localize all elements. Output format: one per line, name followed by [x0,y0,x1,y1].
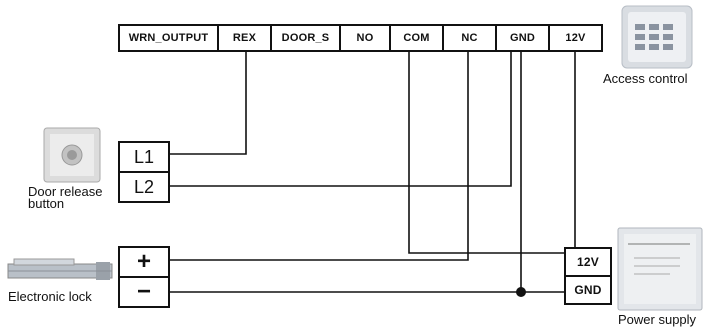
electronic-lock-label: Electronic lock [8,289,92,304]
terminal-label: GND [509,32,536,44]
power-supply-label: Power supply [618,312,697,327]
terminal-rex: REX [217,24,272,52]
access-control-device [621,5,693,69]
terminal-label: − [136,278,151,305]
terminal-label: 12V [577,255,599,269]
terminal-l1: L1 [118,141,170,173]
door-release-label: Door release button [28,184,103,211]
terminal-label: REX [232,32,257,44]
wire-gnd-l2 [168,52,512,187]
terminal-label: L2 [133,176,155,197]
terminal-label: 12V [565,32,586,44]
terminal-12v: 12V [548,24,603,52]
terminal-lock-minus: − [118,276,170,308]
power-supply-device [617,227,703,311]
terminal-nc: NC [442,24,497,52]
terminal-label: NO [356,32,374,44]
terminal-label: COM [403,32,430,44]
wire-rex-l1 [168,52,247,155]
electronic-lock-device [7,258,113,280]
terminal-label: WRN_OUTPUT [128,32,209,44]
access-control-label: Access control [603,71,688,86]
terminal-label: GND [574,283,602,297]
terminal-com: COM [389,24,444,52]
wire-nc-lock-plus [168,52,469,261]
terminal-label: L1 [133,146,155,167]
junction-dot [516,287,526,297]
terminal-l2: L2 [118,171,170,203]
terminal-door-s: DOOR_S [270,24,341,52]
terminal-wrn-output: WRN_OUTPUT [118,24,219,52]
wires [168,52,576,293]
terminal-no: NO [339,24,391,52]
terminal-psu-gnd: GND [564,275,612,305]
terminal-lock-plus: + [118,246,170,278]
terminal-label: DOOR_S [281,32,330,44]
terminal-psu-12v: 12V [564,247,612,277]
terminal-gnd: GND [495,24,550,52]
door-release-device [43,127,101,183]
terminal-label: + [136,248,151,275]
wire-com-psu12v [408,52,566,254]
terminal-label: NC [461,32,478,44]
